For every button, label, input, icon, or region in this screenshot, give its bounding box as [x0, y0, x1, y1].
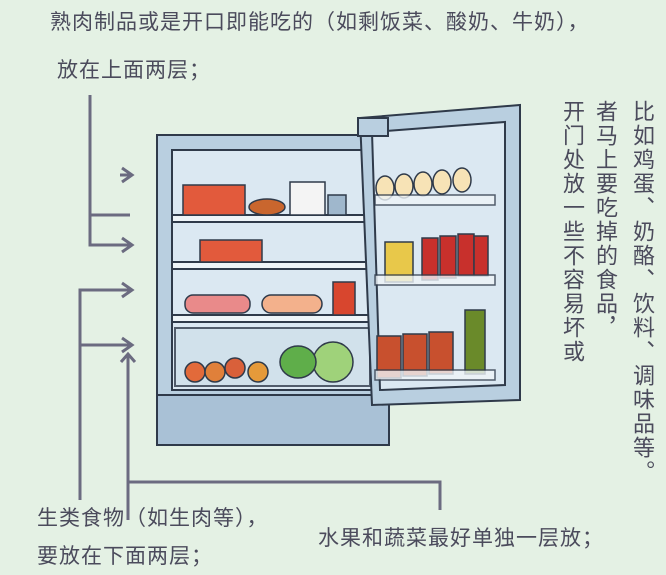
jar-red: [332, 281, 356, 316]
fish: [261, 294, 323, 314]
box: [289, 181, 326, 216]
door-note-col3: 比如鸡蛋、奶酪、饮料、调味品等。: [629, 100, 654, 484]
produce-note: 水果和蔬菜最好单独一层放；: [318, 526, 604, 550]
jars: [376, 331, 454, 379]
raw-note-line1: 生类食物（如生肉等），: [37, 506, 269, 530]
door-note-col1: 开门处放一些不容易坏或: [559, 100, 584, 364]
raw-arrow: [78, 281, 135, 500]
food-items: [182, 181, 356, 383]
arrow-lines: [78, 95, 442, 520]
container-top: [182, 184, 246, 216]
sausage: [248, 198, 286, 216]
meat-1: [184, 294, 251, 314]
door-items: [374, 167, 496, 381]
raw-note-line2: 要放在下面两层；: [37, 544, 213, 568]
container-second: [199, 239, 263, 263]
produce-arrow: [119, 351, 442, 520]
greens: [279, 345, 317, 379]
top-note-line1: 熟肉制品或是开口即能吃的（如剩饭菜、酸奶、牛奶），: [50, 10, 590, 34]
door-note-col2: 者马上要吃掉的食品，: [592, 100, 617, 340]
jar: [327, 194, 347, 216]
bottle: [464, 309, 486, 375]
cans: [421, 233, 489, 281]
top-note-line2: 放在上面两层；: [57, 58, 211, 82]
cabbage: [312, 341, 354, 383]
top-arrow: [88, 95, 135, 254]
